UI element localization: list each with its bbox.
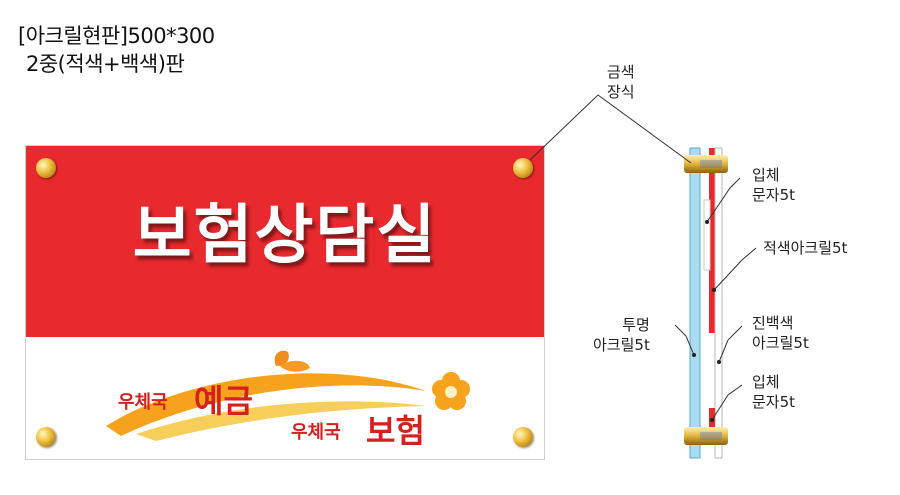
leader-line-raised-letter-top [706, 177, 741, 223]
label-raised-letter-top: 입체 문자5t [752, 166, 796, 204]
postal-logo: 우체국 예금 우체국 보험 [106, 350, 470, 446]
swoosh-shape [136, 401, 426, 441]
leader-line-gold-screw [529, 94, 692, 164]
spec-title-line2: 2중(적색+백색)판 [26, 52, 185, 76]
label-white-acrylic: 진백색 아크릴5t [752, 314, 809, 352]
leader-line-white-acrylic [718, 325, 743, 363]
raised-letter-block [703, 199, 711, 271]
gold-screw-icon [513, 158, 533, 178]
swoosh-shape [106, 373, 426, 436]
flower-icon [432, 372, 470, 410]
spec-title: [아크릴현판]500*300 2중(적색+백색)판 [18, 22, 215, 78]
red-acrylic-layer [709, 148, 715, 333]
leaf-icon [280, 360, 310, 372]
leaf-icon [274, 350, 289, 366]
label-red-acrylic: 적색아크릴5t [763, 239, 848, 257]
brand2-small-text: 우체국 [291, 422, 341, 443]
gold-standoff-icon [684, 427, 728, 445]
sign-main-text: 보험상담실 [132, 199, 438, 273]
leader-line-raised-letter-bottom [711, 384, 743, 421]
label-gold-screw: 금색 장식 [607, 63, 635, 101]
clear-acrylic-layer [689, 147, 701, 459]
brand1-small-text: 우체국 [118, 392, 168, 413]
brand2-big-text: 보험 [366, 412, 425, 446]
leader-line-clear-acrylic [674, 324, 695, 356]
gold-screw-icon [513, 427, 533, 447]
leader-line-red-acrylic [713, 247, 757, 291]
white-acrylic-layer [714, 147, 723, 459]
red-acrylic-panel [26, 146, 544, 337]
spec-title-line1: [아크릴현판]500*300 [18, 24, 215, 48]
sign-front-view: 보험상담실 우체국 예금 우체국 보험 [25, 145, 545, 460]
gold-screw-icon [36, 158, 56, 178]
gold-screw-icon [36, 427, 56, 447]
label-raised-letter-bottom: 입체 문자5t [752, 373, 796, 411]
gold-standoff-icon [684, 155, 728, 173]
label-clear-acrylic: 투명 아크릴5t [593, 316, 650, 354]
brand1-big-text: 예금 [194, 382, 253, 420]
